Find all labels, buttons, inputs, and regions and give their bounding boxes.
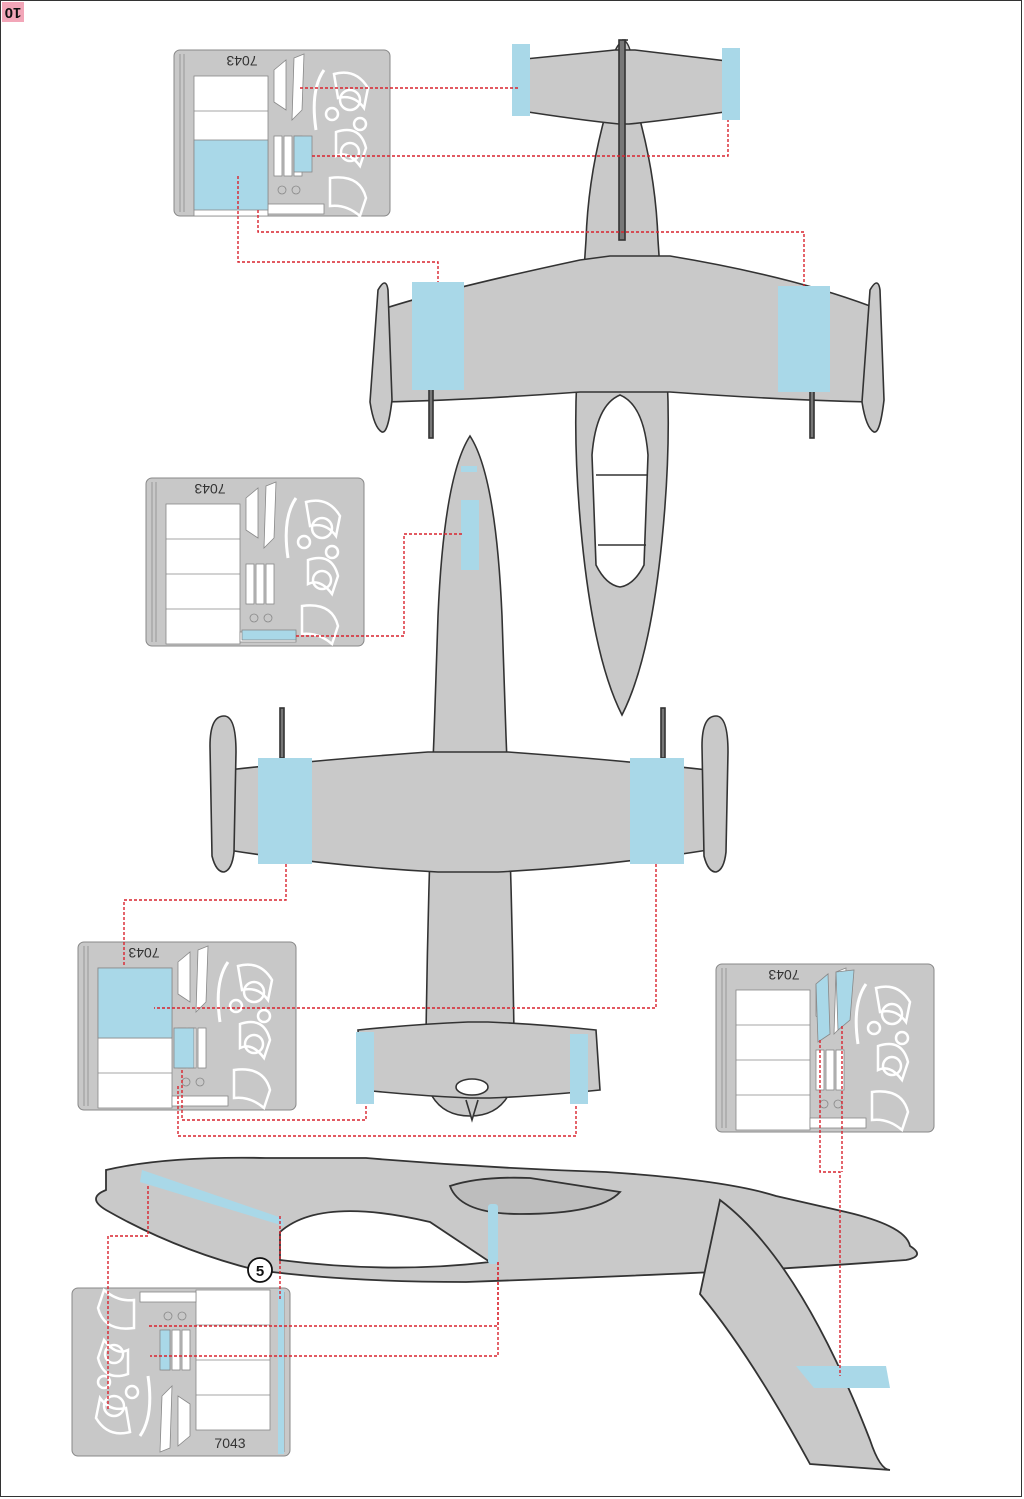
aircraft-top-view: [369, 39, 885, 717]
fret-bottom: [71, 1287, 291, 1457]
mask-intake-side: [488, 1204, 498, 1264]
aircraft-side-view: [95, 1156, 918, 1471]
mask-right-elevator-bottom: [570, 1034, 588, 1104]
mask-left-flap-bottom: [258, 758, 312, 864]
mask-left-flap-top: [412, 282, 464, 390]
step-marker: [247, 1257, 273, 1283]
aircraft-bottom-view: [209, 434, 729, 1123]
fret-code: 7043: [768, 967, 799, 983]
leader-lines: [107, 87, 843, 1410]
mask-right-elevator-top: [722, 48, 740, 120]
mask-right-flap-bottom: [630, 758, 684, 864]
mask-canopy-frame-side: [140, 1170, 284, 1226]
mask-left-elevator-top: [512, 44, 530, 116]
fret-code: 7043: [194, 481, 225, 497]
fret-middle: 7043: [145, 477, 365, 647]
mask-rudder-side: [796, 1366, 890, 1388]
fret-lower-left: 7043: [77, 941, 297, 1111]
mask-left-elevator-bottom: [356, 1032, 374, 1104]
step-number: 5: [256, 1263, 264, 1280]
fret-code: 7043: [128, 945, 159, 961]
mask-nose-bay: [461, 500, 479, 570]
fret-top: 7043: [173, 49, 391, 218]
fret-code: 7043: [226, 53, 257, 69]
fret-lower-right: 7043: [715, 963, 935, 1133]
fret-code: 7043: [214, 1435, 245, 1451]
mask-nose-tip: [461, 466, 477, 472]
mask-right-flap-top: [778, 286, 830, 392]
